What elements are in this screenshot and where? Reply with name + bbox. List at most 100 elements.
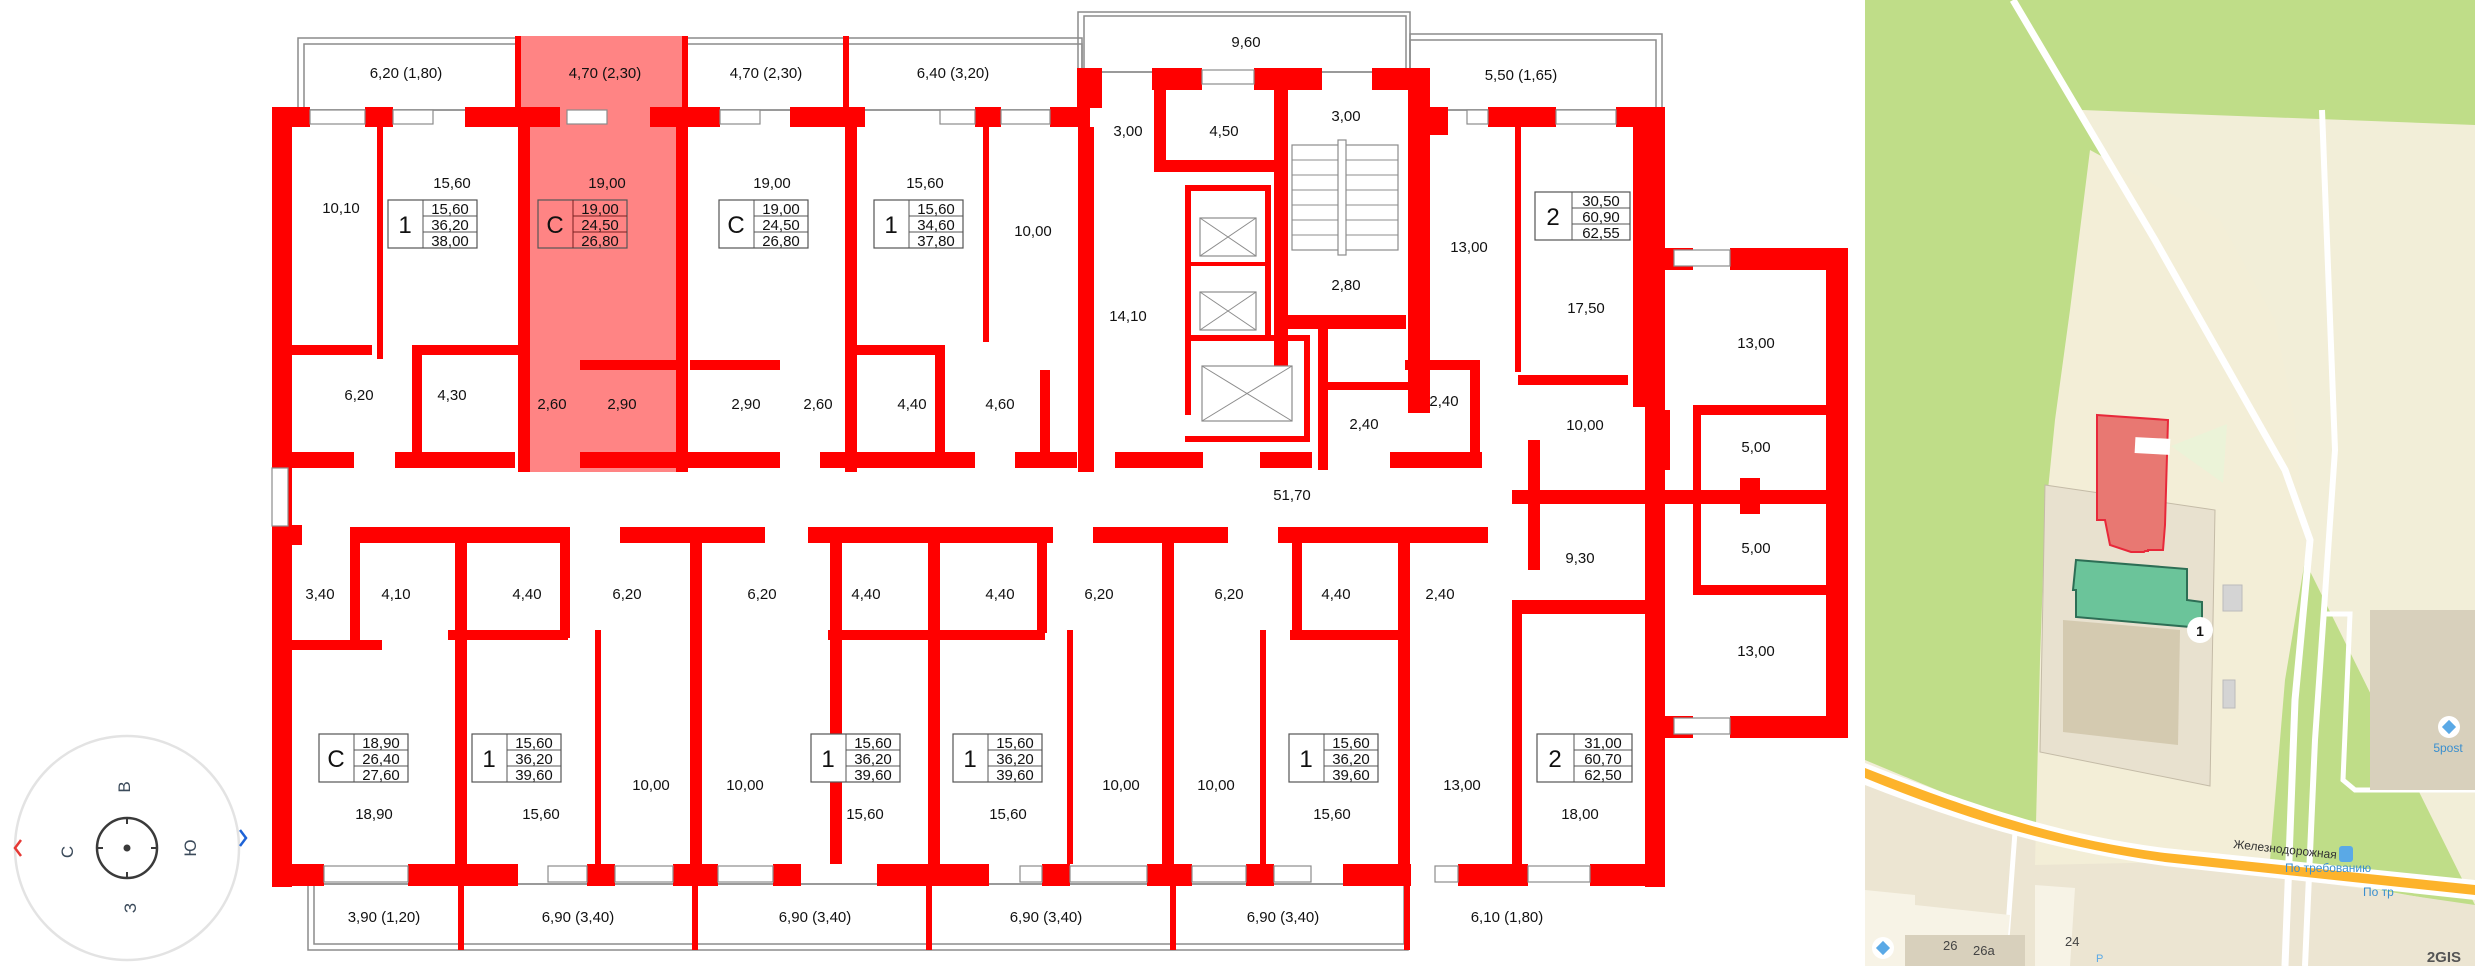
room-area: 6,20: [747, 586, 776, 603]
total-area: 60,70: [1584, 751, 1622, 768]
living-area: 30,50: [1582, 193, 1620, 210]
room-area: 15,60: [433, 175, 471, 192]
total-area: 36,20: [431, 217, 469, 234]
apartment-badge[interactable]: 1 15,60 36,20 39,60: [810, 733, 901, 784]
room-area: 18,90: [355, 806, 393, 823]
house-number: 24: [2065, 934, 2079, 949]
balcony-area: 9,60: [1231, 34, 1260, 51]
apartment-type: 1: [884, 212, 897, 239]
total-area: 26,40: [362, 751, 400, 768]
room-area: 6,20: [1084, 586, 1113, 603]
room-area: 10,00: [1102, 777, 1140, 794]
living-area: 15,60: [996, 735, 1034, 752]
poi-5post[interactable]: 5post: [2433, 716, 2463, 755]
room-area: 2,90: [607, 396, 636, 413]
floor-plan: 10,10 15,60 6,20 4,30 19,00 2,60 2,90 19…: [5, 11, 1848, 962]
apartment-type: 1: [821, 746, 834, 773]
room-area: 6,20: [1214, 586, 1243, 603]
room-area: 10,10: [322, 200, 360, 217]
rotate-left-button[interactable]: [5, 834, 25, 862]
total-area-with-balcony: 39,60: [515, 767, 553, 784]
apartment-badge[interactable]: 2 30,50 60,90 62,55: [1534, 191, 1631, 242]
view-direction-icon: [2171, 424, 2227, 483]
balcony-area: 6,20 (1,80): [370, 65, 443, 82]
room-area: 2,60: [803, 396, 832, 413]
apartment-type: С: [727, 212, 744, 239]
location-map[interactable]: 1 Железнодорожная По требованию По тр 5p…: [1865, 0, 2475, 966]
room-area: 19,00: [588, 175, 626, 192]
selected-apartment-highlight[interactable]: [515, 36, 688, 472]
balcony-area: 5,50 (1,65): [1485, 67, 1558, 84]
apartment-badge[interactable]: 1 15,60 36,20 39,60: [952, 733, 1043, 784]
total-area: 34,60: [917, 217, 955, 234]
room-area: 4,30: [437, 387, 466, 404]
apartment-type: 1: [482, 746, 495, 773]
room-area: 3,00: [1113, 123, 1142, 140]
map-marker[interactable]: 1: [2187, 617, 2213, 643]
balcony-outlines-bottom: [307, 883, 1409, 951]
balcony-area: 6,40 (3,20): [917, 65, 990, 82]
apartment-badge[interactable]: 1 15,60 36,20 39,60: [471, 733, 562, 784]
apartment-type: 1: [398, 212, 411, 239]
room-area: 2,40: [1429, 393, 1458, 410]
compass-east-label: В: [115, 781, 134, 792]
room-area: 5,00: [1741, 540, 1770, 557]
compass-west-label: З: [121, 903, 140, 913]
highlighted-building[interactable]: [2071, 558, 2203, 630]
living-area: 19,00: [581, 201, 619, 218]
apartment-badge[interactable]: 1 15,60 36,20 38,00: [387, 199, 478, 250]
balcony-area: 3,90 (1,20): [348, 909, 421, 926]
balcony-area: 6,90 (3,40): [1010, 909, 1083, 926]
room-area: 3,40: [305, 586, 334, 603]
room-area: 15,60: [989, 806, 1027, 823]
room-area: 10,00: [1566, 417, 1604, 434]
room-area: 6,20: [344, 387, 373, 404]
svg-text:По тр: По тр: [2363, 885, 2394, 899]
room-area: 2,80: [1331, 277, 1360, 294]
room-area: 2,90: [731, 396, 760, 413]
total-area-with-balcony: 39,60: [854, 767, 892, 784]
compass[interactable]: В С Ю З: [5, 734, 248, 962]
apartment-badge[interactable]: 2 31,00 60,70 62,50: [1536, 733, 1633, 784]
living-area: 15,60: [515, 735, 553, 752]
building: [2063, 620, 2180, 745]
room-area: 4,40: [985, 586, 1014, 603]
total-area: 36,20: [515, 751, 553, 768]
total-area: 36,20: [854, 751, 892, 768]
staircase: [1291, 139, 1399, 256]
rotate-right-button[interactable]: [227, 824, 248, 852]
room-area: 4,40: [512, 586, 541, 603]
room-area: 14,10: [1109, 308, 1147, 325]
room-area: 10,00: [1197, 777, 1235, 794]
balcony-labels: 6,20 (1,80) 4,70 (2,30) 4,70 (2,30) 6,40…: [348, 34, 1558, 926]
selected-building[interactable]: [2096, 413, 2170, 553]
apartment-badge[interactable]: 1 15,60 36,20 39,60: [1288, 733, 1379, 784]
room-area: 10,00: [632, 777, 670, 794]
apartment-badge[interactable]: 1 15,60 34,60 37,80: [873, 199, 964, 250]
apartment-type: С: [546, 212, 563, 239]
total-area: 24,50: [581, 217, 619, 234]
room-area: 2,40: [1349, 416, 1378, 433]
room-area: 6,20: [612, 586, 641, 603]
apartment-type: 2: [1548, 746, 1561, 773]
total-area-with-balcony: 62,55: [1582, 225, 1620, 242]
total-area-with-balcony: 26,80: [762, 233, 800, 250]
apartment-type: 1: [1299, 746, 1312, 773]
living-area: 15,60: [917, 201, 955, 218]
apartment-badge[interactable]: С 19,00 24,50 26,80: [718, 199, 809, 250]
apartment-badge-selected[interactable]: С 19,00 24,50 26,80: [537, 199, 628, 250]
balcony-outlines-top: [297, 11, 1663, 111]
room-area: 9,30: [1565, 550, 1594, 567]
apartment-badge[interactable]: С 18,90 26,40 27,60: [318, 733, 409, 784]
balcony-area: 6,90 (3,40): [1247, 909, 1320, 926]
room-labels-bottom: 3,40 4,10 18,90 4,40 6,20 15,60 10,00 6,…: [305, 540, 1774, 823]
total-area-with-balcony: 27,60: [362, 767, 400, 784]
bus-stop[interactable]: По требованию По тр: [2285, 846, 2394, 899]
room-area: 4,40: [897, 396, 926, 413]
balcony-area: 6,90 (3,40): [542, 909, 615, 926]
compass-north-label: С: [58, 846, 77, 858]
svg-text:5post: 5post: [2433, 741, 2463, 755]
room-area: 2,60: [537, 396, 566, 413]
room-area: 15,60: [906, 175, 944, 192]
room-area: 4,50: [1209, 123, 1238, 140]
